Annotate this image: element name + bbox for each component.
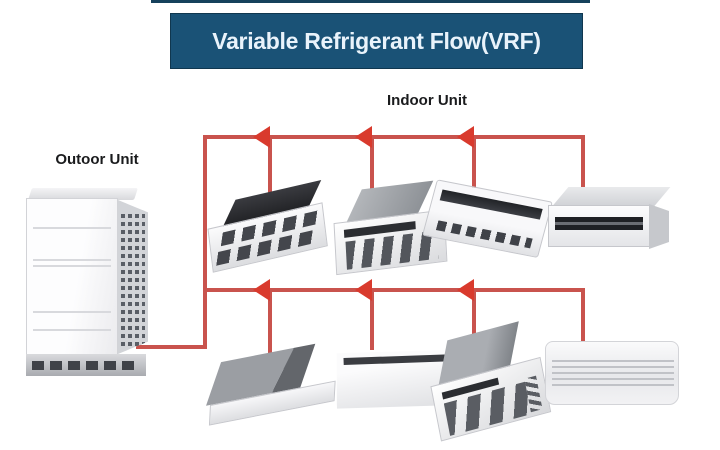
pipe-lower-header (203, 288, 585, 292)
pipe-drop-row1-2 (370, 135, 374, 209)
pipe-drop-row1-4 (581, 135, 585, 195)
unit-body (421, 179, 553, 258)
unit-front-panel (548, 205, 650, 247)
unit-body (545, 341, 679, 405)
unit-side-face (649, 204, 669, 249)
flow-arrow-icon (457, 126, 474, 148)
panel-seam (33, 311, 111, 313)
flow-arrow-icon (253, 126, 270, 148)
outdoor-unit-side-panel (118, 200, 148, 354)
vent-grille (121, 210, 145, 346)
pipe-drop-row2-3 (472, 288, 476, 338)
indoor-unit-row1-ducted-icon (548, 187, 672, 259)
outdoor-unit-front-panel (26, 198, 118, 356)
pipe-drop-row1-3 (472, 135, 476, 195)
slot-highlight (555, 222, 643, 225)
indoor-unit-label: Indoor Unit (387, 92, 467, 109)
panel-seam (33, 227, 111, 229)
pipe-drop-row2-2 (370, 288, 374, 350)
panel-seam (33, 259, 111, 261)
flow-arrow-icon (355, 126, 372, 148)
panel-seam (33, 265, 111, 267)
pipe-drop-row2-1 (268, 288, 272, 356)
air-outlet-slot (555, 217, 643, 230)
pipe-drop-row2-4 (581, 288, 585, 348)
indoor-unit-row2-wall-mounted-icon (545, 341, 683, 409)
top-navy-strip (151, 0, 590, 3)
pipe-upper-header (203, 135, 585, 139)
panel-seam (33, 329, 111, 331)
pipe-drop-row1-1 (268, 135, 272, 215)
outdoor-unit-label: Outoor Unit (55, 151, 139, 168)
pipe-main-riser (203, 135, 207, 349)
title-banner: Variable Refrigerant Flow(VRF) (170, 13, 583, 69)
indoor-unit-row2-four-way-cassette-icon (418, 317, 560, 445)
pipe-outdoor-feed (136, 345, 207, 349)
outdoor-unit-base (26, 354, 146, 376)
air-outlet-slot (439, 189, 543, 220)
flow-arrow-icon (355, 279, 372, 301)
base-slats (32, 361, 140, 370)
outdoor-unit-icon (24, 188, 148, 384)
vent-grille (435, 220, 533, 249)
page-title: Variable Refrigerant Flow(VRF) (212, 27, 541, 54)
unit-top-face (551, 187, 671, 207)
louver-lines (552, 358, 674, 386)
indoor-unit-row2-one-way-cassette-icon (199, 337, 343, 435)
flow-arrow-icon (457, 279, 474, 301)
flow-arrow-icon (253, 279, 270, 301)
indoor-unit-row1-one-way-cassette-icon (200, 179, 337, 280)
